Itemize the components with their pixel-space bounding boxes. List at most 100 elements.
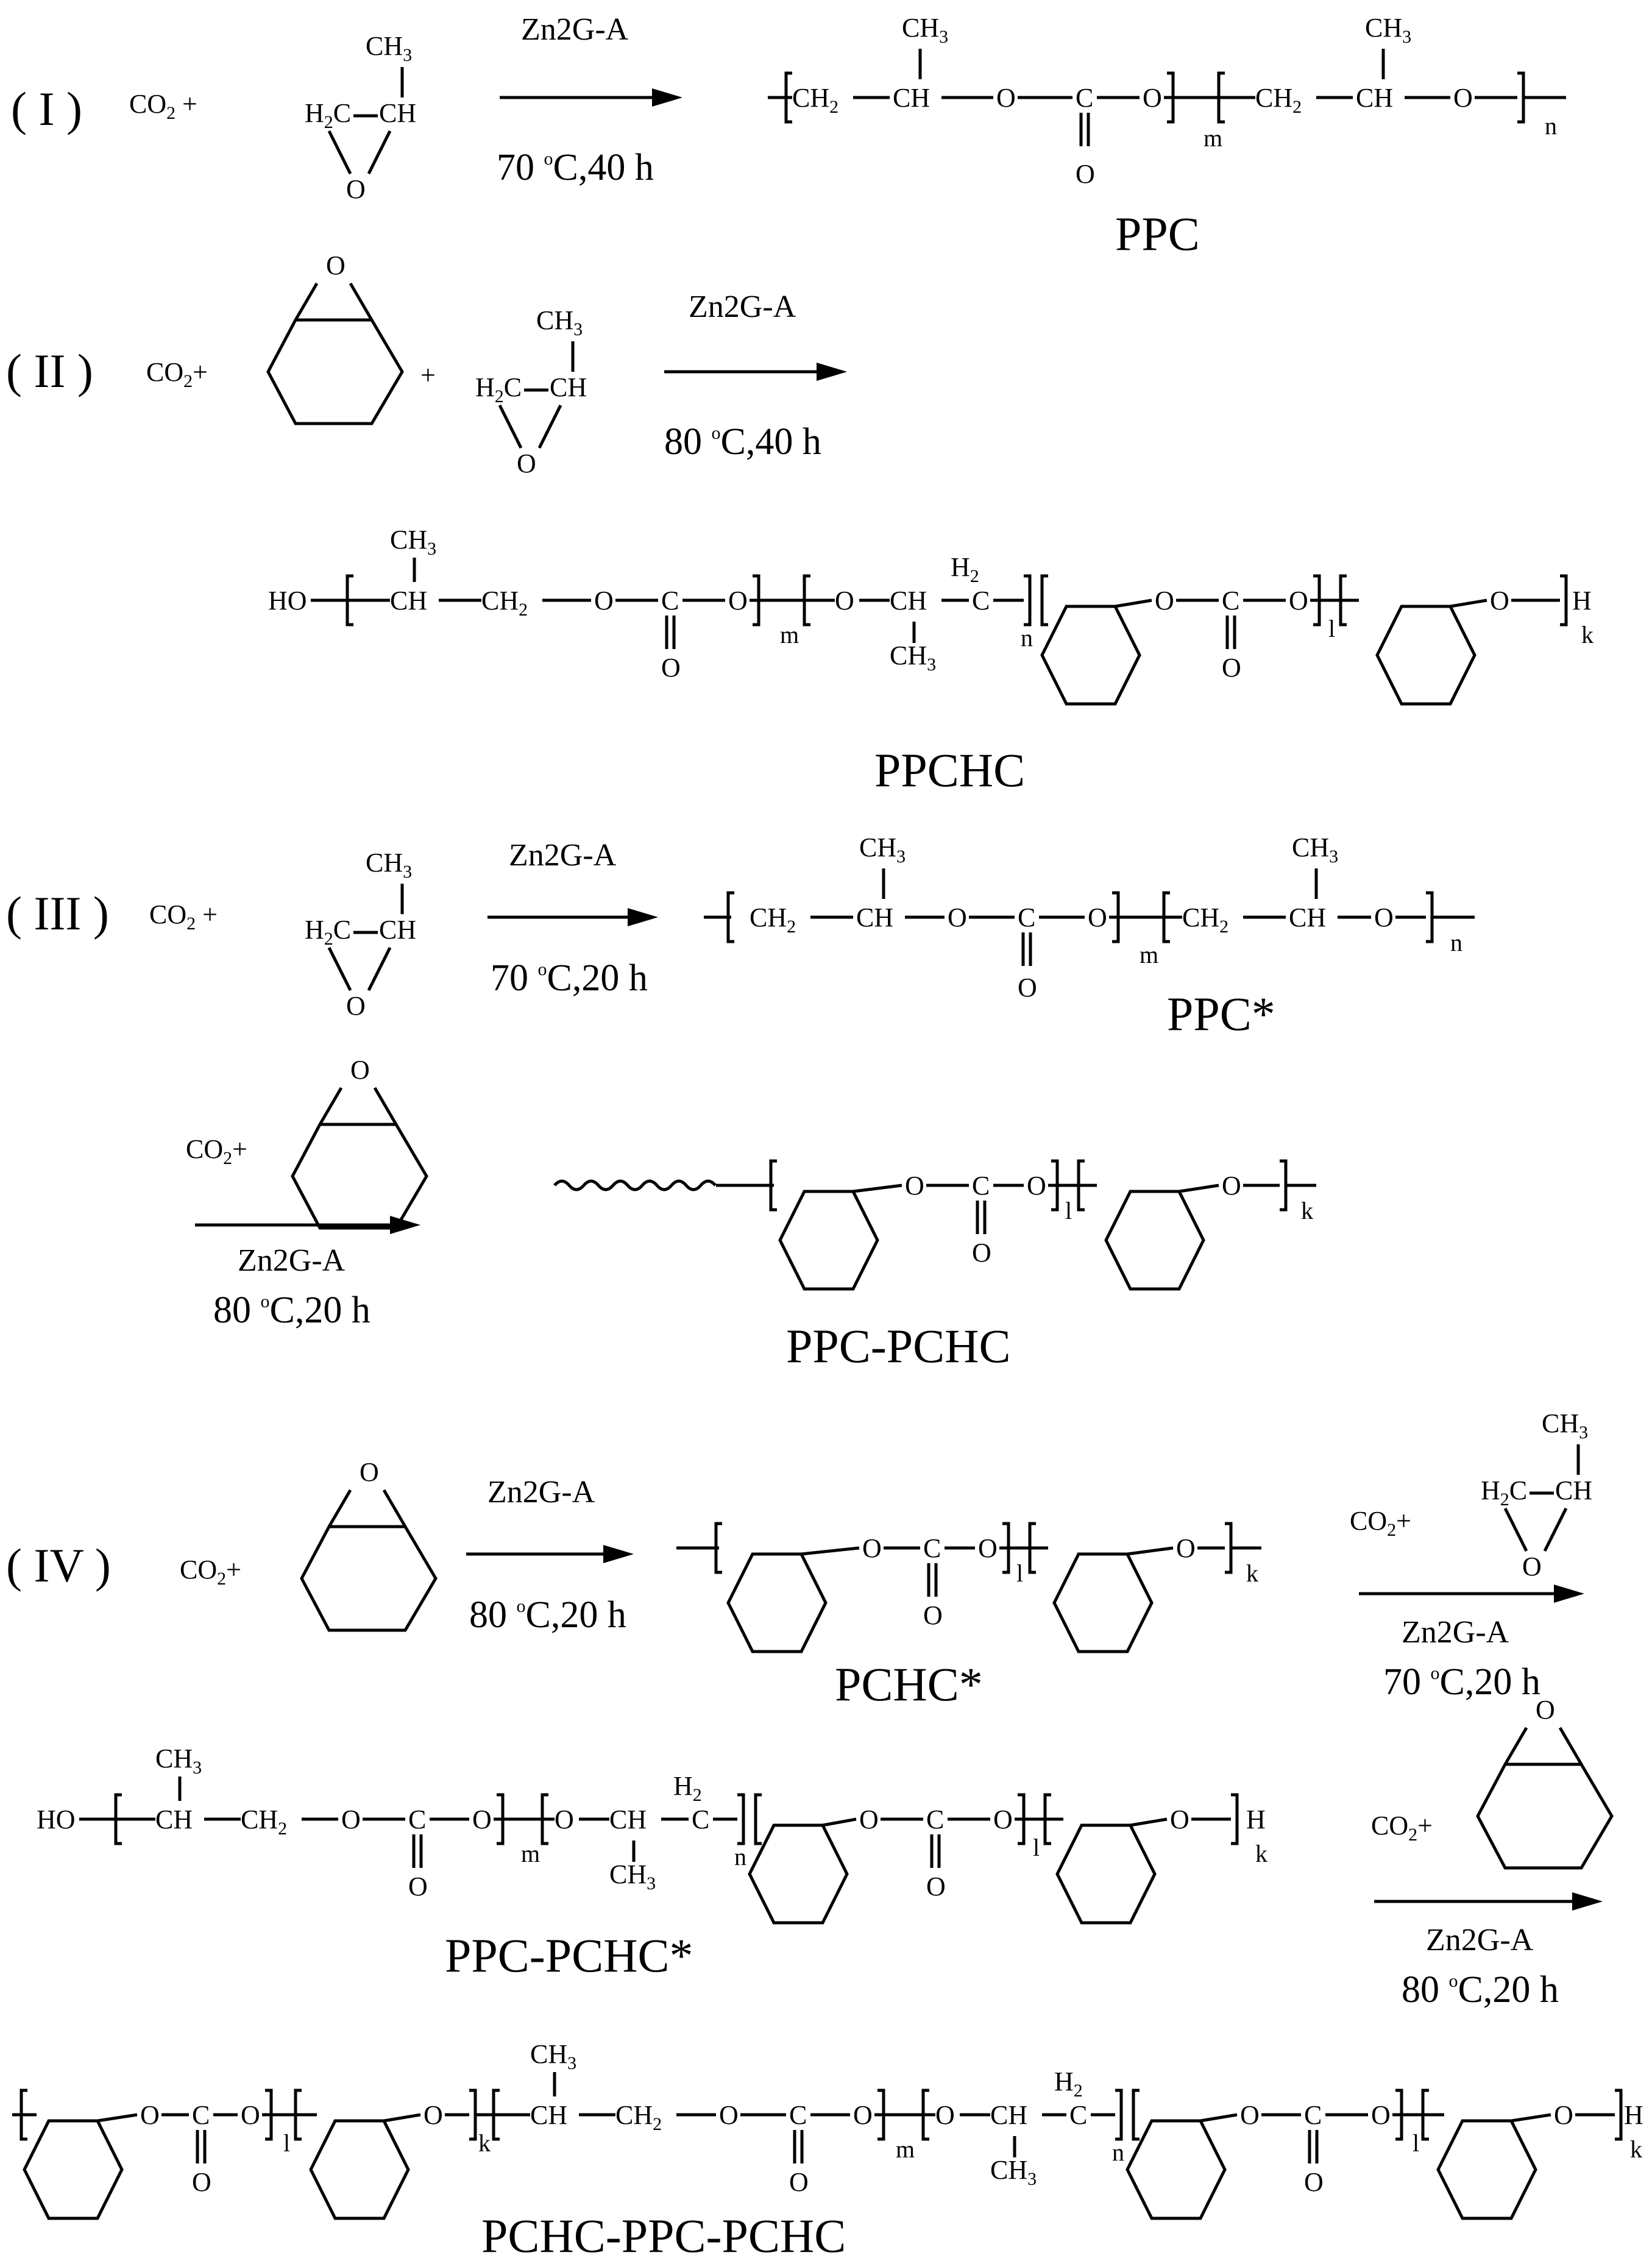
arrow-head — [603, 1545, 634, 1563]
svg-text:HO: HO — [37, 1805, 76, 1834]
svg-text:O: O — [1490, 586, 1509, 616]
svg-text:l: l — [1328, 615, 1335, 642]
svg-text:HO: HO — [268, 586, 307, 616]
svg-text:O: O — [1143, 83, 1162, 113]
svg-text:CH: CH — [390, 586, 427, 616]
svg-text:CH2: CH2 — [750, 903, 796, 937]
svg-text:O: O — [926, 1872, 946, 1901]
svg-text:O: O — [935, 2100, 955, 2130]
ppc-pchc-structure: O C O O l O k — [553, 1159, 1316, 1289]
svg-text:O: O — [1371, 2100, 1391, 2130]
svg-text:O: O — [719, 2100, 739, 2130]
svg-text:O: O — [1374, 903, 1394, 932]
svg-text:O: O — [972, 1238, 991, 1268]
label-I: ( I ) — [11, 82, 82, 135]
svg-text:O: O — [424, 2100, 443, 2130]
condition-70-40: 70 oC,40 h — [497, 147, 654, 188]
catalyst-label: Zn2G-A — [509, 838, 617, 873]
product-ppchc: PPCHC — [874, 744, 1025, 797]
svg-text:n: n — [734, 1843, 746, 1870]
svg-text:O: O — [789, 2167, 809, 2197]
svg-text:CH3: CH3 — [902, 13, 948, 47]
svg-text:l: l — [1413, 2129, 1419, 2157]
svg-text:CH2: CH2 — [615, 2100, 662, 2134]
svg-text:O: O — [1554, 2100, 1573, 2130]
svg-text:l: l — [1033, 1834, 1040, 1861]
svg-text:C: C — [972, 1171, 990, 1201]
svg-text:CH: CH — [155, 1805, 193, 1834]
svg-text:O: O — [1027, 1171, 1046, 1201]
arrow-head — [817, 363, 847, 381]
svg-text:O: O — [1289, 586, 1308, 616]
svg-text:O: O — [1155, 586, 1174, 616]
arrow-head — [1572, 1892, 1603, 1911]
cyclohexene-oxide — [268, 250, 402, 424]
svg-text:O: O — [1240, 2100, 1260, 2130]
svg-text:C: C — [1018, 903, 1035, 932]
arrow-head — [628, 908, 658, 926]
svg-text:n: n — [1021, 624, 1033, 651]
svg-text:C: C — [1222, 586, 1239, 616]
co2: CO2+ — [180, 1555, 241, 1589]
svg-text:CH: CH — [856, 903, 893, 932]
svg-text:CH3: CH3 — [530, 2039, 576, 2073]
condition-80-20: 80 oC,20 h — [213, 1290, 370, 1331]
svg-text:O: O — [1176, 1533, 1196, 1563]
product-pchc-star: PCHC* — [835, 1658, 983, 1711]
condition-80-20: 80 oC,20 h — [469, 1594, 626, 1636]
svg-text:CH3: CH3 — [609, 1859, 656, 1894]
svg-text:k: k — [1255, 1840, 1267, 1867]
svg-text:H: H — [1624, 2100, 1643, 2130]
svg-text:CH: CH — [1356, 83, 1393, 113]
svg-text:C: C — [923, 1533, 941, 1563]
svg-text:m: m — [1204, 124, 1222, 152]
svg-text:CH2: CH2 — [481, 586, 528, 620]
svg-text:O: O — [192, 2167, 211, 2197]
product-ppc-pchc: PPC-PCHC — [786, 1319, 1011, 1372]
svg-text:CH3: CH3 — [859, 832, 906, 867]
svg-text:m: m — [780, 621, 799, 648]
svg-text:O: O — [1222, 653, 1241, 683]
catalyst-label: Zn2G-A — [1402, 1615, 1509, 1650]
arrow-head — [652, 88, 682, 107]
svg-text:O: O — [923, 1600, 943, 1630]
svg-text:CH3: CH3 — [990, 2155, 1037, 2189]
svg-text:H2: H2 — [673, 1771, 702, 1805]
propylene-oxide — [1481, 1408, 1592, 1581]
cyclohexene-oxide — [1478, 1695, 1612, 1868]
label-IV: ( IV ) — [6, 1539, 111, 1592]
svg-text:O: O — [1453, 83, 1473, 113]
svg-text:CH2: CH2 — [792, 83, 838, 117]
svg-text:CH2: CH2 — [241, 1805, 287, 1839]
svg-text:l: l — [1016, 1560, 1023, 1587]
co2: CO2+ — [1350, 1506, 1411, 1540]
svg-text:O: O — [862, 1533, 882, 1563]
svg-text:m: m — [1140, 941, 1158, 968]
product-ppc: PPC — [1115, 207, 1200, 260]
condition-80-20: 80 oC,20 h — [1402, 1969, 1559, 2011]
svg-text:O: O — [1018, 973, 1037, 1003]
svg-text:C: C — [1076, 83, 1093, 113]
svg-text:O: O — [1076, 159, 1095, 189]
propylene-oxide — [305, 31, 416, 204]
svg-text:CH3: CH3 — [1292, 832, 1338, 867]
svg-text:O: O — [594, 586, 614, 616]
co2: CO2+ — [186, 1134, 247, 1168]
svg-text:C: C — [692, 1805, 709, 1834]
svg-text:k: k — [1301, 1197, 1313, 1224]
plus: + — [420, 360, 436, 390]
ppc-structure: CH2 CH CH3 O C O O m CH2 CH CH3 O n — [768, 13, 1566, 189]
svg-text:m: m — [896, 2135, 915, 2163]
catalyst-label: Zn2G-A — [1426, 1923, 1534, 1958]
label-II: ( II ) — [6, 344, 93, 397]
svg-text:O: O — [978, 1533, 998, 1563]
svg-text:O: O — [472, 1805, 492, 1834]
arrow-head — [390, 1216, 420, 1234]
co2: CO2+ — [1371, 1811, 1433, 1845]
condition-70-20: 70 oC,20 h — [491, 957, 648, 999]
svg-text:CH: CH — [609, 1805, 647, 1834]
catalyst-label: Zn2G-A — [521, 12, 629, 47]
svg-text:O: O — [408, 1872, 428, 1901]
svg-text:O: O — [859, 1805, 879, 1834]
svg-text:m: m — [521, 1840, 540, 1867]
